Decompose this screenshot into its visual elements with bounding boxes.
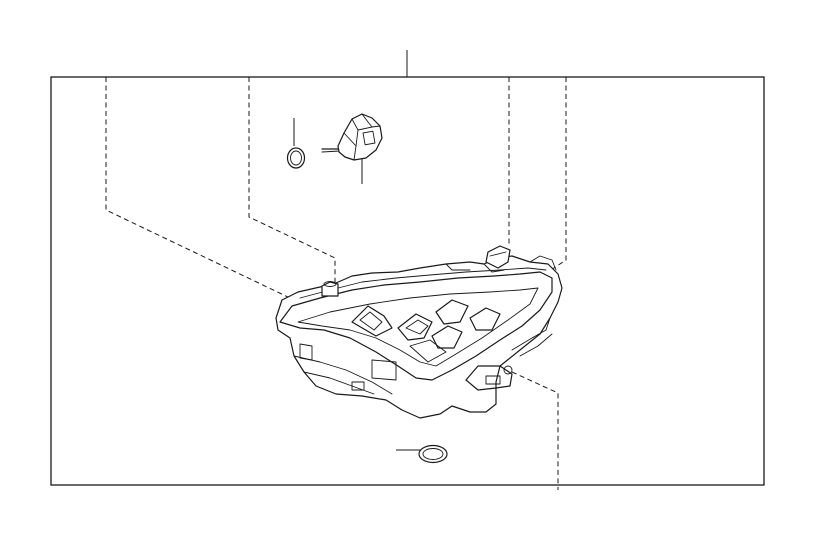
headlamp-assembly xyxy=(275,245,563,419)
bulb-socket-gasket xyxy=(396,444,448,464)
dashed-leader-lines xyxy=(105,77,567,490)
motor-o-ring xyxy=(286,118,306,169)
leveling-motor xyxy=(321,113,383,184)
